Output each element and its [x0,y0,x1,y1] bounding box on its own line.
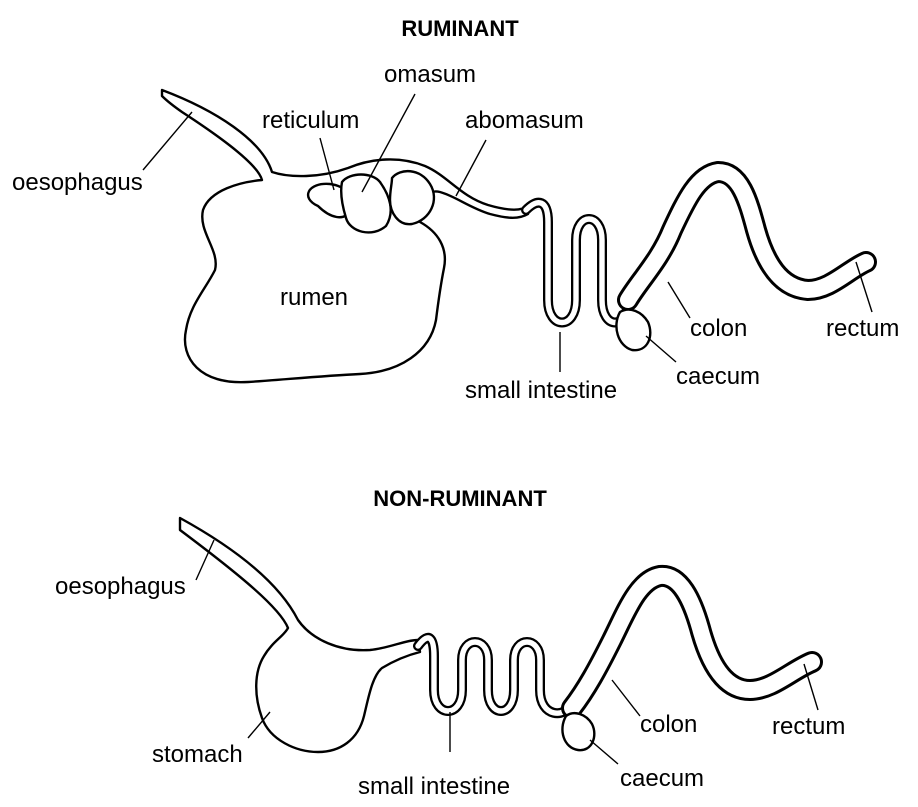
label-ruminant-rumen: rumen [280,284,348,311]
label-ruminant-oesophagus: oesophagus [12,169,143,196]
ruminant-title: RUMINANT [401,16,519,41]
label-ruminant-abomasum: abomasum [465,107,584,134]
non-ruminant-caecum-shape [562,713,594,750]
label-non-ruminant-caecum: caecum [620,765,704,792]
ruminant-diagram: RUMINANT oesophagus reticulum [12,16,899,404]
leader-non-ruminant-colon [612,680,640,716]
label-ruminant-caecum: caecum [676,363,760,390]
label-non-ruminant-colon: colon [640,711,697,738]
ruminant-caecum-shape [616,310,650,351]
label-ruminant-omasum: omasum [384,61,476,88]
label-non-ruminant-small-intestine: small intestine [358,773,510,800]
label-ruminant-rectum: rectum [826,315,899,342]
ruminant-abomasum-fold [390,171,434,224]
leader-non-ruminant-caecum [590,740,618,764]
leader-ruminant-abomasum [456,140,486,196]
label-ruminant-colon: colon [690,315,747,342]
ruminant-small-intestine [526,203,628,323]
non-ruminant-stomach-shape [180,518,420,752]
label-ruminant-small-intestine: small intestine [465,377,617,404]
leader-ruminant-caecum [646,336,676,362]
label-non-ruminant-oesophagus: oesophagus [55,573,186,600]
non-ruminant-small-intestine [418,638,570,713]
label-non-ruminant-stomach: stomach [152,741,243,768]
leader-ruminant-oesophagus [143,112,192,170]
label-ruminant-reticulum: reticulum [262,107,359,134]
non-ruminant-title: NON-RUMINANT [373,486,547,511]
leader-ruminant-colon [668,282,690,318]
label-non-ruminant-rectum: rectum [772,713,845,740]
non-ruminant-diagram: NON-RUMINANT oesophagus stomach small in… [55,486,845,800]
